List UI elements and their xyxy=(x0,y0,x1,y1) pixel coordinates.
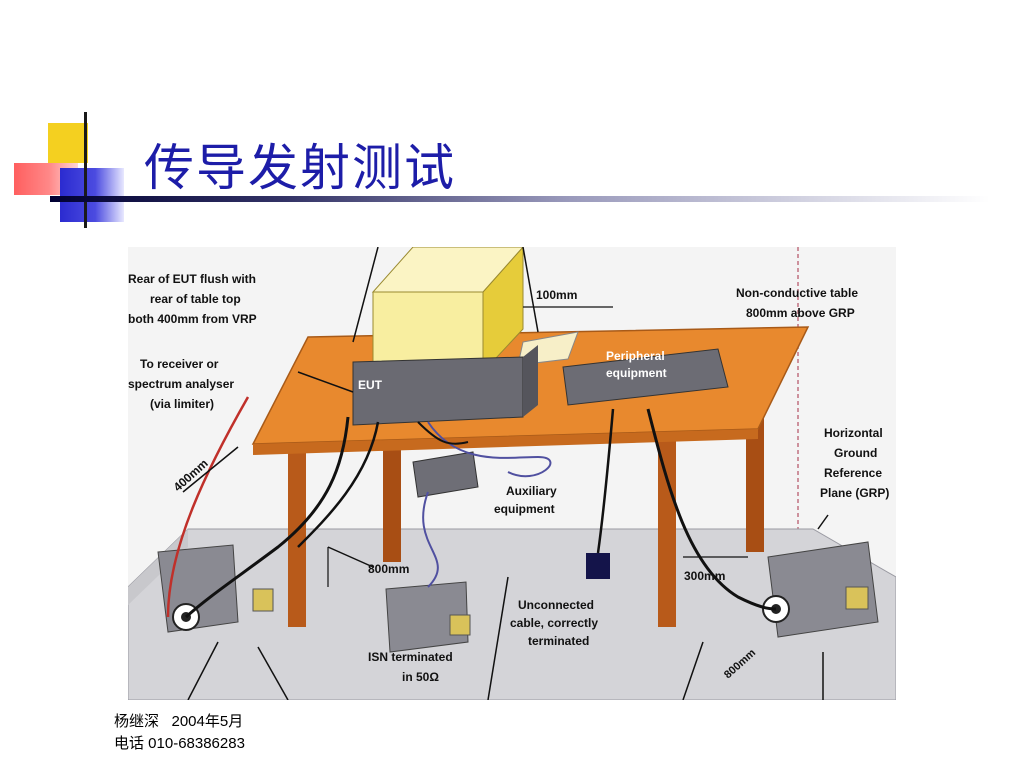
label-unconnected-2: cable, correctly xyxy=(510,616,598,630)
label-rear-flush-3: both 400mm from VRP xyxy=(128,312,257,326)
label-isn-1: ISN terminated xyxy=(368,650,453,664)
peripheral-equipment-box xyxy=(562,348,729,406)
unconnected-cable xyxy=(596,408,615,554)
table-leg xyxy=(658,427,676,627)
table-leg xyxy=(288,442,306,627)
label-dim-800: 800mm xyxy=(368,562,409,576)
slide-title: 传导发射测试 xyxy=(144,139,456,197)
pointer-line xyxy=(187,641,219,700)
label-auxiliary-2: equipment xyxy=(494,502,555,516)
pointer-line xyxy=(817,514,829,530)
label-dim-300: 300mm xyxy=(684,569,725,583)
aux-blue-cable xyxy=(427,421,552,478)
table-leg xyxy=(383,442,401,562)
pointer-line xyxy=(487,576,509,700)
label-dim-100: 100mm xyxy=(536,288,577,302)
pointer-line xyxy=(257,646,289,700)
title-underline xyxy=(50,196,990,202)
label-grp-4: Plane (GRP) xyxy=(820,486,889,500)
label-unconnected-1: Unconnected xyxy=(518,598,594,612)
pointer-line xyxy=(522,247,539,333)
label-receiver-3: (via limiter) xyxy=(150,397,214,411)
conducted-emission-setup-diagram: Rear of EUT flush with rear of table top… xyxy=(128,247,896,700)
label-peripheral-2: equipment xyxy=(606,366,667,380)
label-rear-flush-2: rear of table top xyxy=(150,292,241,306)
pointer-line xyxy=(297,371,354,393)
eut-black-cable-2 xyxy=(297,421,380,548)
dim-400-line xyxy=(182,446,239,493)
pointer-line xyxy=(682,641,704,700)
table-top-edge xyxy=(253,429,758,455)
label-grp-1: Horizontal xyxy=(824,426,883,440)
peripheral-black-cable xyxy=(646,408,777,611)
label-peripheral-1: Peripheral xyxy=(606,349,665,363)
isn-blue-cable xyxy=(422,491,439,588)
ground-reference-plane xyxy=(128,528,896,700)
label-unconnected-3: terminated xyxy=(528,634,589,648)
eut-box-top xyxy=(371,247,524,293)
eut-black-cable xyxy=(184,416,350,619)
footer-author-date: 杨继深 2004年5月 xyxy=(114,713,244,730)
yellow-clamp xyxy=(845,586,869,610)
label-nonconductive-2: 800mm above GRP xyxy=(746,306,855,320)
decor-yellow-square xyxy=(48,123,88,163)
termination-block xyxy=(586,553,610,579)
isn-center-box xyxy=(385,581,469,653)
label-nonconductive-1: Non-conductive table xyxy=(736,286,858,300)
yellow-clamp xyxy=(252,588,274,612)
pointer-line xyxy=(327,546,374,568)
label-isn-2: in 50Ω xyxy=(402,670,439,684)
label-rear-flush-1: Rear of EUT flush with xyxy=(128,272,256,286)
label-grp-3: Reference xyxy=(824,466,882,480)
decor-vertical-line xyxy=(84,112,87,228)
label-receiver-2: spectrum analyser xyxy=(128,377,234,391)
label-auxiliary-1: Auxiliary xyxy=(506,484,557,498)
eut-base-side xyxy=(523,345,538,417)
label-receiver-1: To receiver or xyxy=(140,357,219,371)
auxiliary-equipment-box xyxy=(412,451,479,498)
decor-blue-square xyxy=(60,168,124,222)
receiver-red-cable xyxy=(166,396,250,618)
label-eut: EUT xyxy=(358,378,383,392)
footer-phone: 电话 010-68386283 xyxy=(114,735,245,752)
eut-loop-cable xyxy=(417,421,469,445)
yellow-clamp xyxy=(449,614,471,636)
pointer-line xyxy=(352,247,379,343)
label-grp-2: Ground xyxy=(834,446,877,460)
grp-edge xyxy=(128,529,188,605)
slide-footer: 杨继深 2004年5月 电话 010-68386283 xyxy=(114,711,245,755)
